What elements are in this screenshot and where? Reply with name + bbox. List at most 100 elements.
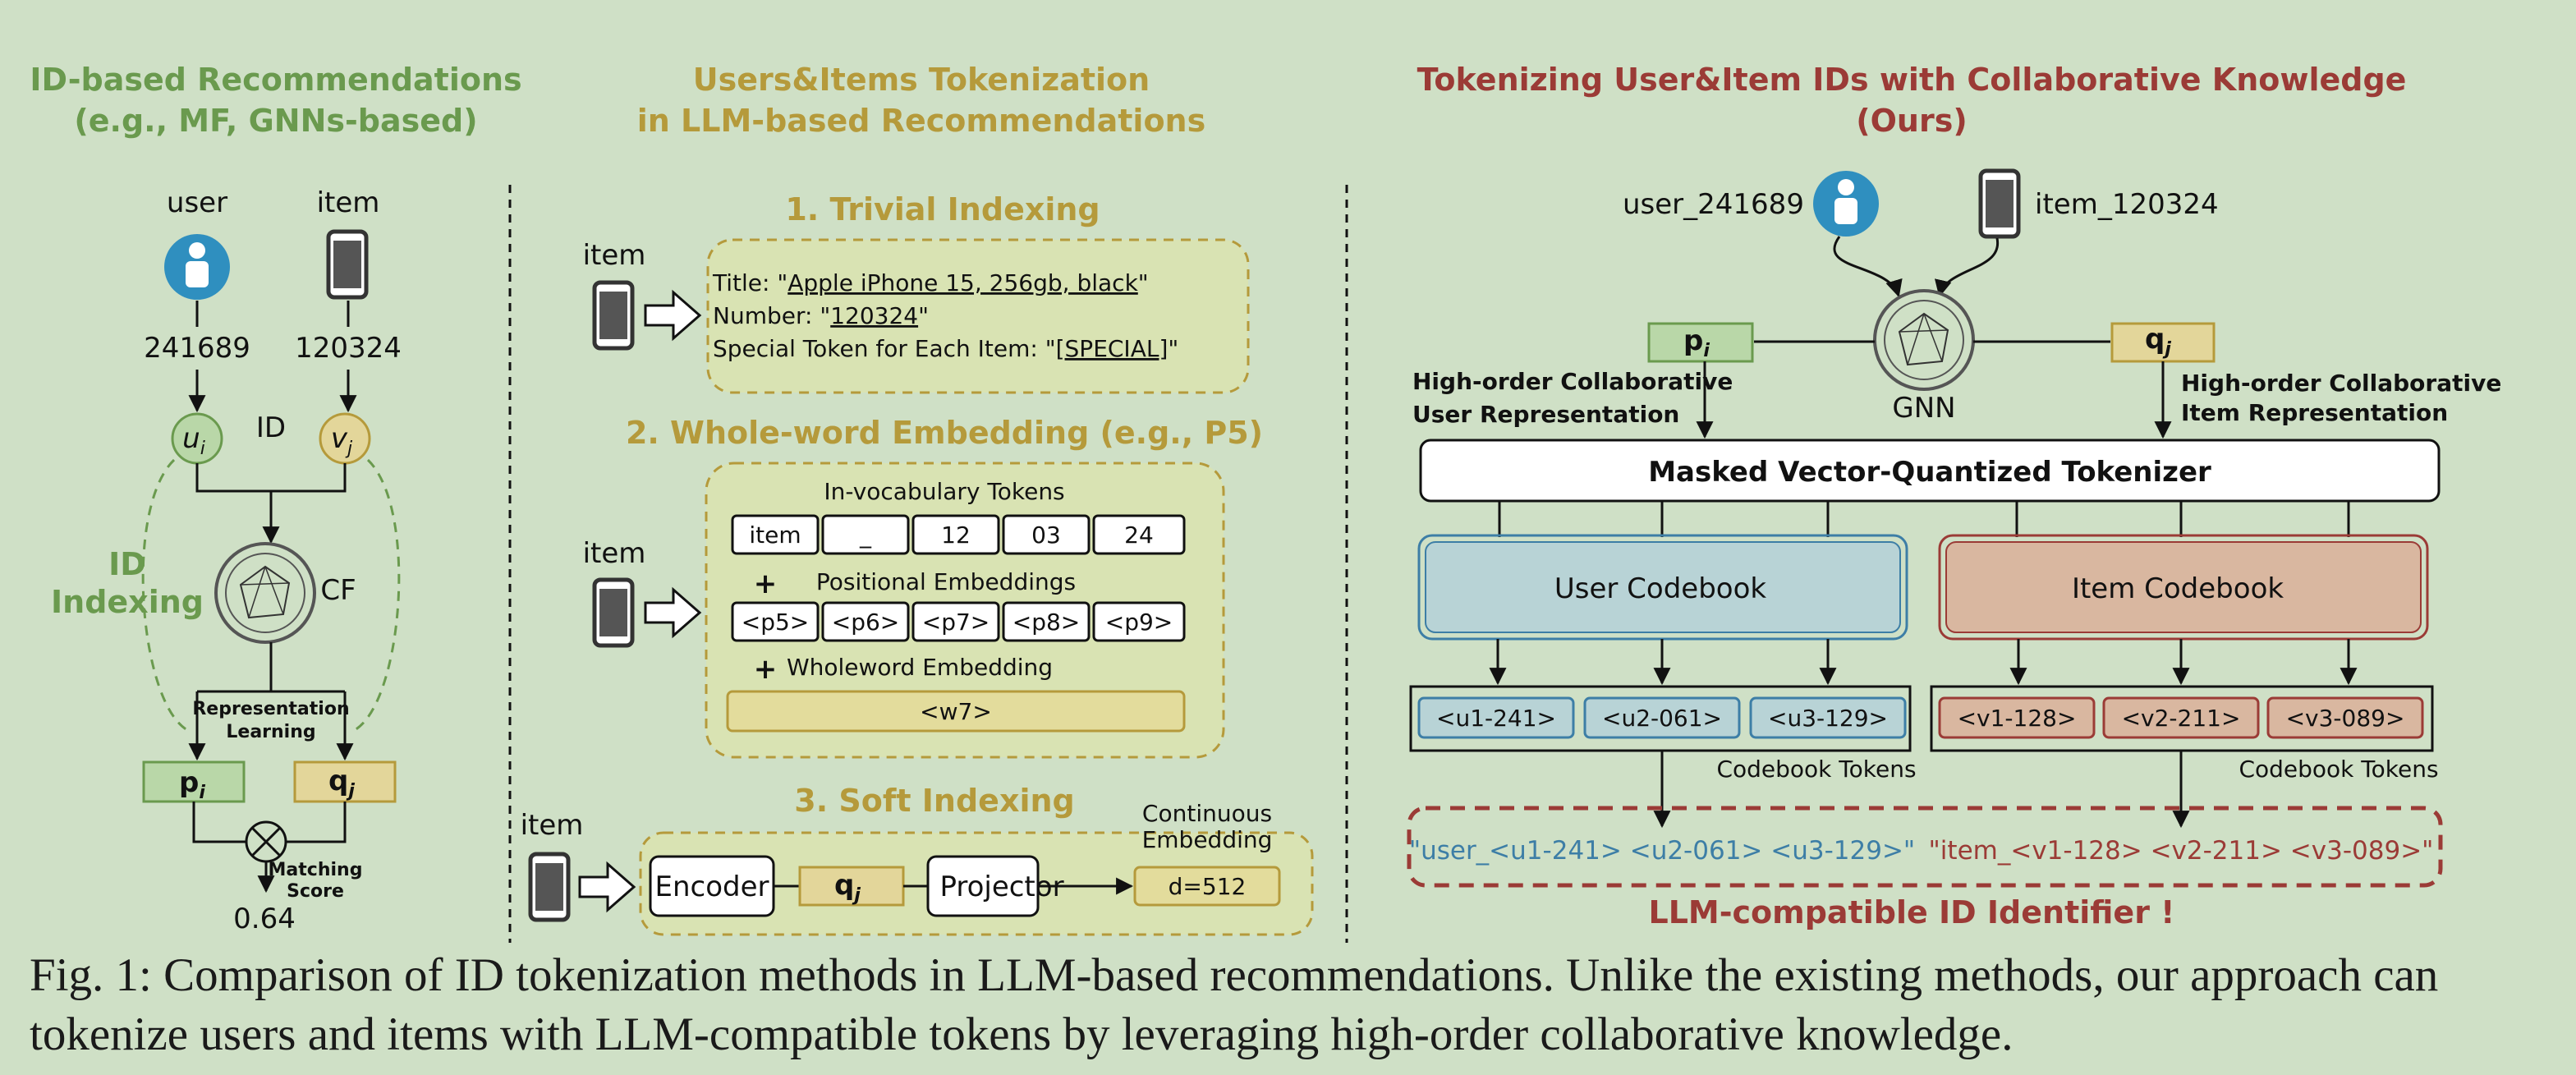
id-indexing-line1: ID xyxy=(108,546,146,582)
svg-text:pi: pi xyxy=(179,766,205,803)
vocab-tokens: item _ 12 03 24 xyxy=(731,514,1186,555)
right-pi: pi xyxy=(1683,324,1710,361)
svg-text:qj: qj xyxy=(328,765,355,802)
user-icon xyxy=(164,234,230,300)
vocab-token: 12 xyxy=(941,521,971,549)
panel-id-based: ID-based Recommendations (e.g., MF, GNNs… xyxy=(30,62,521,935)
tokenizer-label: Masked Vector-Quantized Tokenizer xyxy=(1648,456,2211,489)
vocab-label: In-vocabulary Tokens xyxy=(824,478,1064,505)
plus-sign: + xyxy=(754,567,778,600)
user-identifier: "user_<u1-241> <u2-061> <u3-129>" xyxy=(1409,836,1915,866)
item-codebook-tokens-label: Codebook Tokens xyxy=(2239,756,2438,783)
matching-score: 0.64 xyxy=(233,903,296,935)
wholeword-token: <w7> xyxy=(920,698,992,725)
arrow-icon xyxy=(644,289,702,342)
position-token: <p5> xyxy=(742,609,810,636)
position-token: <p9> xyxy=(1105,609,1173,636)
arrow-icon xyxy=(644,586,702,639)
vocab-token: 03 xyxy=(1031,521,1061,549)
phone-icon xyxy=(592,577,635,648)
user-token: <u1-241> xyxy=(1436,705,1556,732)
tokenizer-box xyxy=(1419,439,2441,503)
soft-qj-box xyxy=(798,866,905,907)
dim-box xyxy=(1133,866,1281,907)
user-rep-line1: High-order Collaborative xyxy=(1412,368,1733,395)
vocab-token: 24 xyxy=(1124,521,1154,549)
left-user-label: user xyxy=(167,186,227,219)
phone-icon xyxy=(1978,168,2021,239)
trivial-special-line: Special Token for Each Item: "[SPECIAL]" xyxy=(713,335,1178,362)
trivial-box xyxy=(706,238,1250,394)
right-item-label: item_120324 xyxy=(2035,188,2219,221)
svg-text:vj: vj xyxy=(331,422,353,459)
vocab-token: _ xyxy=(859,521,872,549)
wholeword-token-box xyxy=(726,690,1186,733)
phone-icon xyxy=(592,280,635,351)
llm-compatible-label: LLM-compatible ID Identifier ! xyxy=(1648,894,2174,930)
user-rep-line2: User Representation xyxy=(1412,401,1679,428)
right-qj: qj xyxy=(2145,323,2171,360)
trivial-title-line: Title: "Apple iPhone 15, 256gb, black" xyxy=(712,269,1149,296)
vj-node: vj xyxy=(319,412,371,465)
right-user-label: user_241689 xyxy=(1623,188,1804,221)
continuous-line1: Continuous xyxy=(1142,800,1272,827)
diagram-canvas: ID-based Recommendations (e.g., MF, GNNs… xyxy=(30,62,2501,943)
left-user-id: 241689 xyxy=(144,332,250,365)
id-indexing-line2: Indexing xyxy=(51,584,204,620)
item-identifier: "item_<v1-128> <v2-211> <v3-089>" xyxy=(1929,836,2434,866)
soft-heading: 3. Soft Indexing xyxy=(794,783,1074,819)
left-id-label: ID xyxy=(256,411,286,444)
right-qj-box xyxy=(2110,322,2216,363)
phone-icon xyxy=(326,229,369,300)
position-token: <p6> xyxy=(832,609,900,636)
mid-title-line1: Users&Items Tokenization xyxy=(693,62,1150,98)
encoder-label: Encoder xyxy=(654,871,769,903)
left-cf-label: CF xyxy=(320,574,356,607)
item-codebook-tokens: <v1-128> <v2-211> <v3-089> xyxy=(1938,696,2424,739)
left-title-line1: ID-based Recommendations xyxy=(30,62,521,98)
arrow-icon xyxy=(578,861,636,913)
soft-item-label: item xyxy=(521,809,584,842)
position-token: <p8> xyxy=(1012,609,1081,636)
left-title-line2: (e.g., MF, GNNs-based) xyxy=(74,103,477,139)
rep-learning-line2: Learning xyxy=(226,722,315,742)
right-pi-box xyxy=(1647,322,1754,363)
plus-sign: + xyxy=(754,653,778,686)
phone-icon xyxy=(528,852,571,922)
panel-llm-tokenization: Users&Items Tokenization in LLM-based Re… xyxy=(521,62,1314,936)
ui-node: ui xyxy=(171,412,223,465)
user-token: <u2-061> xyxy=(1602,705,1722,732)
user-codebook-tokens-label: Codebook Tokens xyxy=(1716,756,1916,783)
user-token: <u3-129> xyxy=(1768,705,1888,732)
vocab-token: item xyxy=(749,521,801,549)
right-title-line1: Tokenizing User&Item IDs with Collaborat… xyxy=(1417,62,2407,98)
position-token: <p7> xyxy=(922,609,990,636)
user-icon xyxy=(1813,171,1879,237)
user-codebook: User Codebook xyxy=(1417,534,1908,641)
item-token: <v1-128> xyxy=(1958,705,2077,732)
matching-operator xyxy=(245,820,287,863)
item-rep-line2: Item Representation xyxy=(2181,399,2448,426)
id-indexing-bracket xyxy=(141,458,190,733)
svg-text:Item Codebook: Item Codebook xyxy=(2072,572,2284,605)
item-rep-line1: High-order Collaborative xyxy=(2181,370,2501,397)
user-codebook-tokens: <u1-241> <u2-061> <u3-129> xyxy=(1417,696,1907,739)
dim-label: d=512 xyxy=(1169,873,1247,900)
user-token-group xyxy=(1409,685,1912,752)
matching-line1: Matching xyxy=(269,860,363,880)
left-pi-box: pi xyxy=(142,760,246,803)
position-tokens: <p5> <p6> <p7> <p8> <p9> xyxy=(731,601,1186,642)
wholeword-item-label: item xyxy=(583,537,646,570)
panel-ours: Tokenizing User&Item IDs with Collaborat… xyxy=(1407,62,2501,930)
left-item-label: item xyxy=(317,186,380,219)
matching-line2: Score xyxy=(287,881,344,902)
figure-caption: Fig. 1: Comparison of ID tokenization me… xyxy=(30,949,2439,1060)
trivial-number-line: Number: "120324" xyxy=(713,302,929,329)
left-item-id: 120324 xyxy=(295,332,402,365)
item-codebook: Item Codebook xyxy=(1938,534,2429,641)
mid-title-line2: in LLM-based Recommendations xyxy=(637,103,1205,139)
identifier-box xyxy=(1407,806,2443,888)
right-title-line2: (Ours) xyxy=(1856,103,1967,139)
svg-text:User Codebook: User Codebook xyxy=(1554,572,1767,605)
